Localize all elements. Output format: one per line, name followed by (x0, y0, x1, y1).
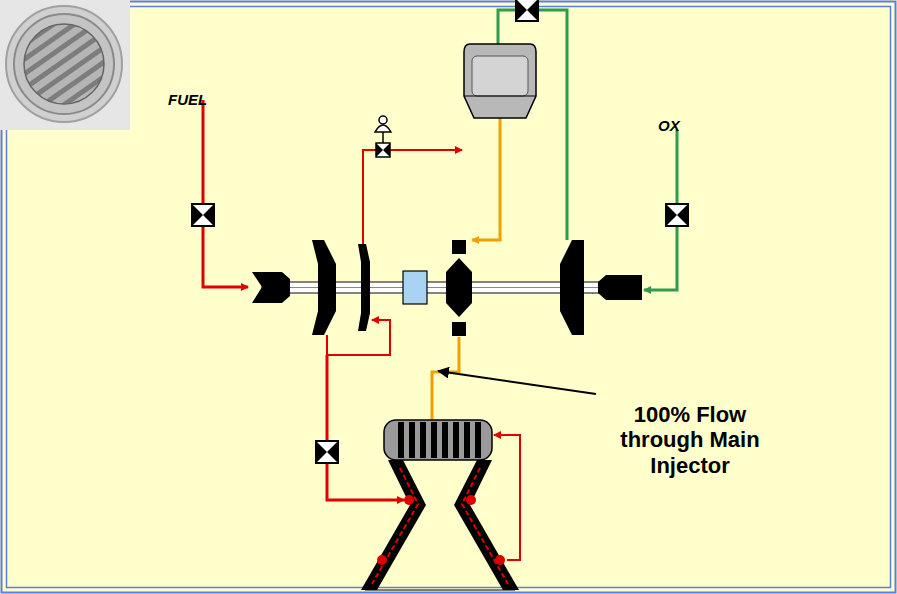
callout-leader (438, 371, 596, 394)
preburner (464, 44, 536, 118)
coolant-valve (316, 441, 338, 463)
thrust-chamber (361, 420, 519, 590)
fuel-preburner-valve (375, 116, 391, 157)
inner-frame (7, 7, 891, 588)
ox-label: OX (658, 117, 680, 134)
fuel-valve (192, 204, 214, 226)
callout-text: 100% Flow through Main Injector (590, 402, 790, 478)
fuel-label: FUEL (168, 91, 207, 108)
injector-photo (0, 0, 130, 130)
propellant-lines (203, 10, 677, 560)
ox-preburner-valve (516, 0, 538, 21)
ox-valve (666, 204, 688, 226)
turbopump (252, 240, 642, 336)
